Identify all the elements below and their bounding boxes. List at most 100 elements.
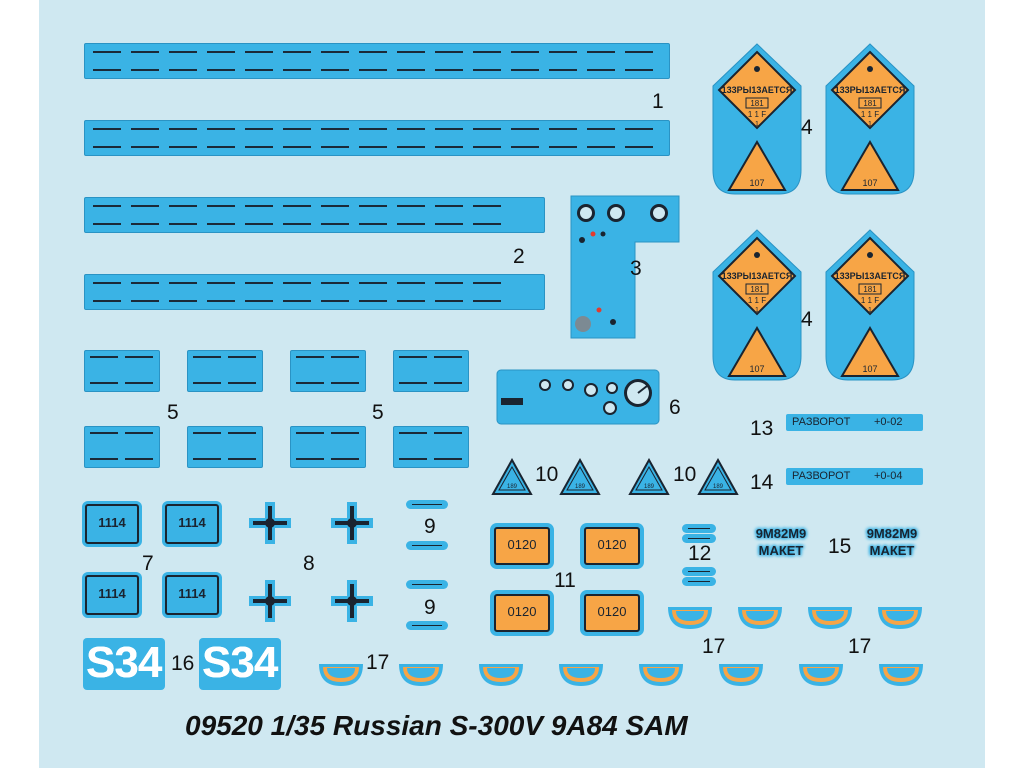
strip-dash [359, 223, 387, 225]
box-dash [90, 356, 118, 358]
decal-9-sticker [406, 580, 448, 589]
box-dash [434, 356, 462, 358]
decal-11-orange-plate: 0120 [494, 527, 550, 565]
box-dash [331, 382, 359, 384]
decal-5-box [393, 426, 469, 468]
strip-dash [245, 51, 273, 53]
strip-dash [207, 282, 235, 284]
strip-dash [169, 282, 197, 284]
strip-dash [397, 146, 425, 148]
strip-dash [131, 128, 159, 130]
strip-dash [169, 128, 197, 130]
decal-11-orange-plate: 0120 [494, 594, 550, 632]
box-dash [193, 432, 221, 434]
decal-12-sticker [682, 524, 716, 533]
sign-code: 181 [750, 285, 764, 294]
sign-headline: 133РЫ13АЕТСЯ [722, 85, 793, 95]
strip-dash [549, 51, 577, 53]
decal-number-17-left: 17 [366, 651, 390, 674]
plate-7-text: 1114 [98, 586, 126, 601]
decal-12-sticker [682, 567, 716, 576]
sign-code: 181 [750, 99, 764, 108]
sign-triangle-code: 107 [749, 178, 764, 188]
decal-2-strip-top [84, 197, 545, 233]
triangle-code: 189 [644, 484, 655, 490]
box-dash [125, 432, 153, 434]
strip-dash [435, 69, 463, 71]
sign-line2: 1 1 F [861, 110, 879, 119]
label-14-right: +0-04 [874, 470, 903, 482]
decal-number-1: 1 [652, 90, 664, 113]
decal-7-plate: 1114 [165, 575, 219, 615]
decal-6-dashboard [496, 369, 660, 425]
plate-7-text: 1114 [178, 515, 206, 530]
half-ring-inner [746, 611, 774, 621]
sign-code-box [858, 283, 882, 295]
laser-icon [867, 66, 873, 72]
box-dash [90, 382, 118, 384]
strip-dash [359, 300, 387, 302]
decal-5-box [187, 350, 263, 392]
strip-dash [131, 223, 159, 225]
decal-number-3: 3 [630, 257, 642, 280]
triangle-code: 189 [507, 484, 518, 490]
strip-dash [435, 128, 463, 130]
strip-dash [625, 128, 653, 130]
sheet-title: 09520 1/35 Russian S-300V 9A84 SAM [185, 710, 688, 741]
label-13-left: РАЗВОРОТ [792, 416, 851, 428]
strip-dash [473, 300, 501, 302]
decal-17-half-ring [479, 664, 523, 686]
sign-triangle-code: 107 [749, 364, 764, 374]
strip-dash [207, 146, 235, 148]
label-13-right: +0-02 [874, 416, 903, 428]
decal-15-text: 9М82М9 МАКЕТ [751, 526, 811, 560]
decal-number-10-left: 10 [535, 463, 559, 486]
decal-number-2: 2 [513, 245, 525, 268]
sign-diamond [717, 50, 797, 130]
strip-dash [321, 146, 349, 148]
decal-5-box [393, 350, 469, 392]
strip-dash [207, 128, 235, 130]
strip-dash [283, 128, 311, 130]
sign-headline: 133РЫ13АЕТСЯ [722, 271, 793, 281]
triangle-outline [697, 458, 739, 495]
decal-11-orange-plate: 0120 [584, 527, 640, 565]
strip-dash [473, 223, 501, 225]
strip-dash [245, 69, 273, 71]
decal-1-strip-top [84, 43, 670, 79]
decal-17-half-ring [799, 664, 843, 686]
decal-number-5-left: 5 [167, 401, 179, 424]
plate-7-text: 1114 [98, 515, 126, 530]
strip-dash [169, 51, 197, 53]
strip-dash [283, 205, 311, 207]
sign-line2: 1 1 F [748, 110, 766, 119]
decal-17-half-ring [399, 664, 443, 686]
decal-14-label: РАЗВОРОТ +0-04 [786, 468, 923, 485]
sign-code-box [745, 97, 769, 109]
strip-dash [473, 69, 501, 71]
strip-dash [511, 128, 539, 130]
cross-center [265, 518, 275, 528]
decal-number-10-right: 10 [673, 463, 697, 486]
strip-dash [207, 205, 235, 207]
strip-dash [207, 51, 235, 53]
strip-dash [587, 69, 615, 71]
box-dash [125, 382, 153, 384]
sign-headline: 133РЫ13АЕТСЯ [835, 271, 906, 281]
sign-line2: 1 1 F [861, 296, 879, 305]
decal-10-triangle: 189 [559, 458, 601, 495]
decal-number-7: 7 [142, 552, 154, 575]
decal-number-15: 15 [828, 535, 852, 558]
strip-dash [549, 69, 577, 71]
strip-dash [473, 51, 501, 53]
strip-dash [93, 51, 121, 53]
triangle-code: 189 [575, 484, 586, 490]
sign-line3: 1 [755, 307, 759, 314]
strip-dash [321, 205, 349, 207]
half-ring-inner [676, 611, 704, 621]
decal-17-half-ring [808, 607, 852, 629]
box-dash [399, 458, 427, 460]
